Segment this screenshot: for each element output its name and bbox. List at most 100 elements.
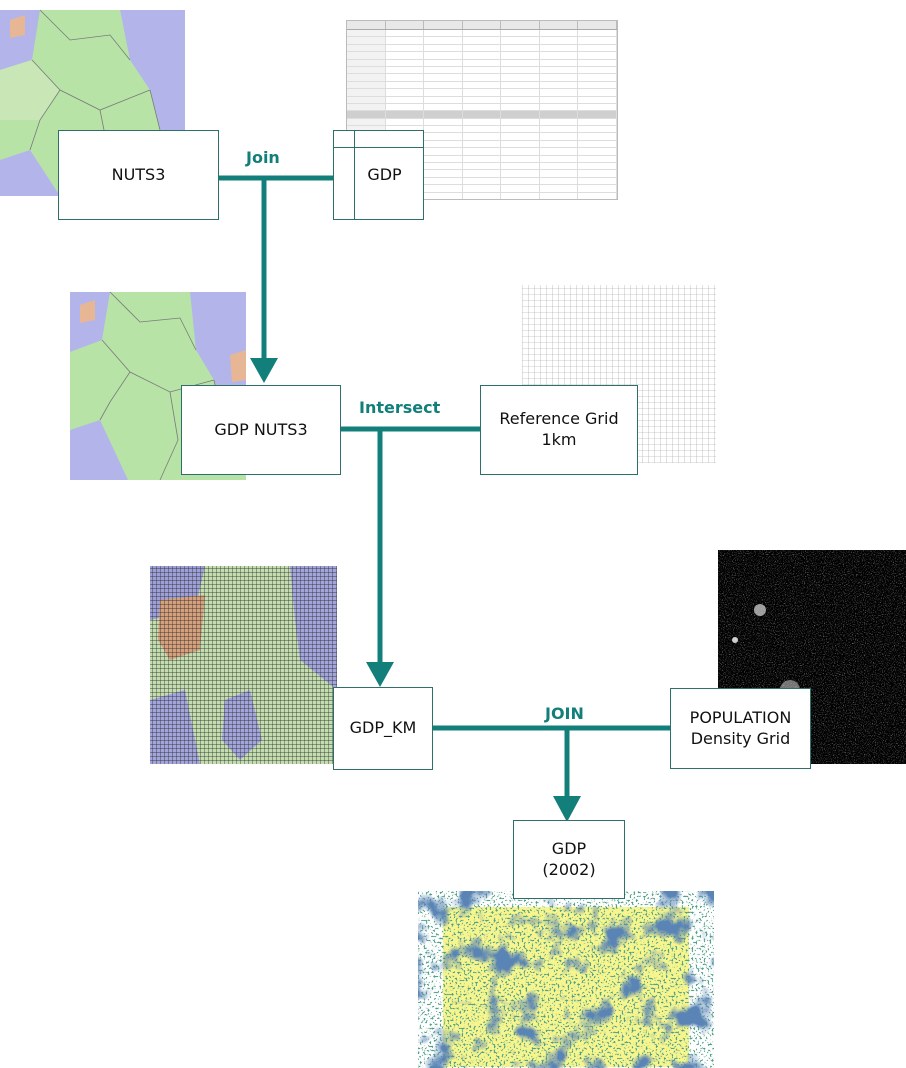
spreadsheet-cell — [578, 163, 617, 170]
gdp-km-box[interactable]: GDP_KM — [333, 687, 433, 770]
spreadsheet-row — [347, 44, 617, 53]
spreadsheet-cell — [386, 96, 425, 103]
spreadsheet-cell — [501, 96, 540, 103]
spreadsheet-cell — [578, 103, 617, 111]
spreadsheet-cell — [578, 192, 617, 199]
spreadsheet-cell — [501, 192, 540, 199]
gdp-table-label: GDP — [367, 164, 402, 184]
spreadsheet-row — [347, 52, 617, 60]
spreadsheet-cell — [347, 37, 386, 44]
spreadsheet-cell — [540, 44, 579, 52]
spreadsheet-cell — [540, 126, 579, 133]
spreadsheet-cell — [578, 74, 617, 81]
spreadsheet-header-cell — [501, 21, 540, 29]
connector-lines — [218, 175, 670, 798]
spreadsheet-row — [347, 66, 617, 75]
spreadsheet-cell — [540, 37, 579, 44]
gdp-box-divider — [354, 131, 355, 219]
spreadsheet-cell — [540, 30, 579, 37]
spreadsheet-cell — [578, 185, 617, 192]
spreadsheet-cell — [540, 148, 579, 155]
spreadsheet-cell — [424, 177, 463, 185]
spreadsheet-row — [347, 89, 617, 97]
spreadsheet-cell — [463, 59, 502, 66]
spreadsheet-cell — [386, 30, 425, 37]
spreadsheet-cell — [424, 103, 463, 111]
arrowhead-to-gdp-nuts3 — [250, 358, 278, 383]
spreadsheet-cell — [424, 185, 463, 192]
spreadsheet-cell — [424, 111, 463, 118]
spreadsheet-cell — [578, 44, 617, 52]
spreadsheet-cell — [578, 59, 617, 66]
spreadsheet-cell — [347, 74, 386, 81]
spreadsheet-cell — [540, 155, 579, 163]
spreadsheet-cell — [463, 177, 502, 185]
spreadsheet-cell — [463, 133, 502, 140]
spreadsheet-cell — [540, 185, 579, 192]
spreadsheet-cell — [501, 30, 540, 37]
spreadsheet-cell — [463, 30, 502, 37]
spreadsheet-cell — [578, 37, 617, 44]
spreadsheet-cell — [424, 89, 463, 96]
spreadsheet-cell — [501, 81, 540, 89]
spreadsheet-cell — [501, 126, 540, 133]
arrowhead-to-gdp-2002 — [553, 796, 581, 822]
spreadsheet-cell — [386, 44, 425, 52]
spreadsheet-cell — [463, 44, 502, 52]
spreadsheet-cell — [386, 89, 425, 96]
spreadsheet-cell — [540, 118, 579, 126]
spreadsheet-cell — [463, 74, 502, 81]
spreadsheet-cell — [540, 170, 579, 177]
spreadsheet-cell — [424, 133, 463, 140]
gdp-table-box[interactable]: GDP — [333, 130, 424, 220]
population-grid-box[interactable]: POPULATION Density Grid — [670, 688, 811, 769]
spreadsheet-cell — [347, 96, 386, 103]
spreadsheet-cell — [347, 111, 386, 118]
reference-grid-box[interactable]: Reference Grid 1km — [480, 385, 638, 475]
spreadsheet-cell — [386, 81, 425, 89]
spreadsheet-cell — [501, 52, 540, 59]
spreadsheet-cell — [347, 126, 386, 133]
spreadsheet-cell — [424, 30, 463, 37]
spreadsheet-cell — [347, 103, 386, 111]
spreadsheet-cell — [424, 140, 463, 148]
spreadsheet-cell — [501, 74, 540, 81]
spreadsheet-cell — [539, 111, 579, 118]
spreadsheet-cell — [501, 118, 540, 126]
spreadsheet-cell — [463, 103, 502, 111]
nuts3-box[interactable]: NUTS3 — [58, 130, 219, 220]
spreadsheet-cell — [578, 96, 617, 103]
spreadsheet-cell — [424, 170, 463, 177]
gdp-nuts3-box[interactable]: GDP NUTS3 — [181, 385, 341, 475]
spreadsheet-cell — [424, 126, 463, 133]
spreadsheet-cell — [347, 59, 386, 66]
spreadsheet-cell — [540, 133, 579, 140]
join-upper-label: JOIN — [545, 704, 584, 723]
spreadsheet-cell — [540, 177, 579, 185]
spreadsheet-cell — [501, 66, 540, 74]
spreadsheet-cell — [347, 66, 386, 74]
spreadsheet-cell — [578, 177, 617, 185]
spreadsheet-cell — [540, 74, 579, 81]
spreadsheet-row — [347, 96, 617, 104]
spreadsheet-row — [347, 30, 617, 38]
spreadsheet-cell — [540, 89, 579, 96]
spreadsheet-cell — [501, 103, 540, 111]
spreadsheet-cell — [578, 126, 617, 133]
spreadsheet-cell — [386, 103, 425, 111]
spreadsheet-cell — [462, 111, 502, 118]
spreadsheet-row — [347, 74, 617, 82]
spreadsheet-cell — [347, 118, 386, 126]
spreadsheet-cell — [424, 44, 463, 52]
spreadsheet-cell — [424, 66, 463, 74]
spreadsheet-cell — [463, 37, 502, 44]
spreadsheet-cell — [385, 111, 425, 118]
join-label: Join — [246, 148, 280, 167]
spreadsheet-cell — [540, 52, 579, 59]
gdp-2002-box[interactable]: GDP (2002) — [513, 820, 625, 899]
intersect-label: Intersect — [359, 398, 441, 417]
spreadsheet-row — [347, 59, 617, 67]
spreadsheet-cell — [386, 118, 425, 126]
arrowheads — [250, 358, 581, 822]
